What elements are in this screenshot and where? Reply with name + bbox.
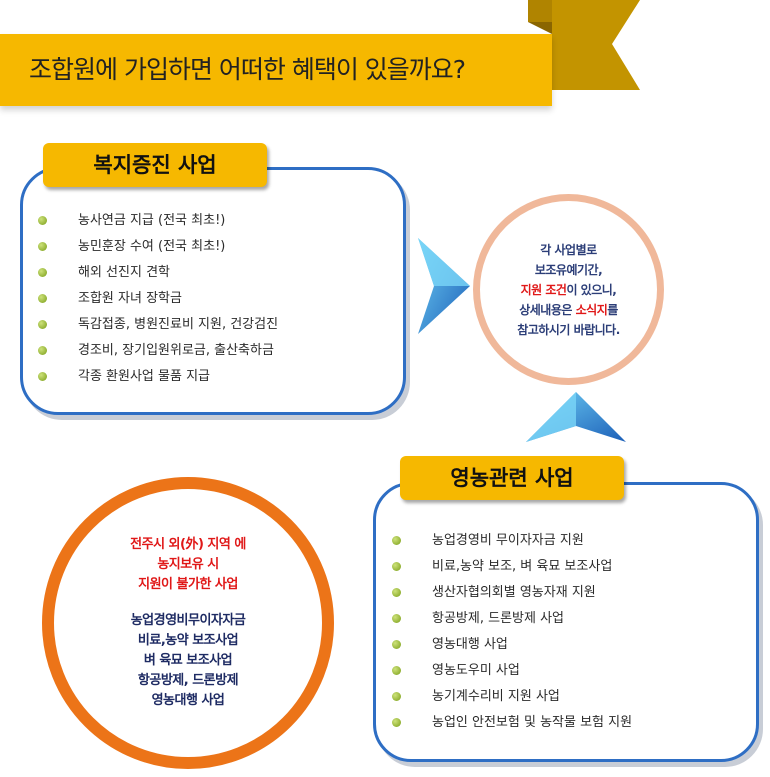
list-item: 농민훈장 수여 (전국 최초!) [38, 234, 278, 260]
page-title: 조합원에 가입하면 어떠한 혜택이 있을까요? [29, 55, 466, 84]
outside-area-circle: 전주시 외(外) 지역 에 농지보유 시 지원이 불가한 사업 농업경영비무이자… [42, 477, 334, 769]
notice-highlight: 보조유예기간, [534, 262, 603, 277]
list-item: 영농대행 사업 [392, 632, 632, 658]
list-item: 항공방제, 드론방제 사업 [392, 606, 632, 632]
outside-warning-line: 지원이 불가한 사업 [138, 577, 238, 592]
list-item: 농업경영비 무이자자금 지원 [392, 528, 632, 554]
banner-ribbon-tail [528, 0, 640, 90]
bullet-icon [38, 320, 47, 329]
list-item: 비료,농약 보조, 벼 육묘 보조사업 [392, 554, 632, 580]
bullet-icon [392, 536, 401, 545]
arrow-right-icon [418, 238, 470, 334]
list-item: 각종 환원사업 물품 지급 [38, 364, 278, 390]
list-item: 조합원 자녀 장학금 [38, 286, 278, 312]
notice-line: 각 사업별로 [540, 242, 597, 257]
bullet-icon [38, 372, 47, 381]
notice-line: 상세내용은 소식지를 [519, 302, 618, 317]
outside-warning-line: 전주시 외(外) 지역 에 [130, 537, 246, 552]
bullet-icon [392, 718, 401, 727]
outside-program-line: 항공방제, 드론방제 [137, 673, 239, 688]
list-item: 해외 선진지 견학 [38, 260, 278, 286]
outside-program-line: 영농대행 사업 [151, 693, 225, 708]
list-item: 독감접종, 병원진료비 지원, 건강검진 [38, 312, 278, 338]
welfare-box [20, 167, 406, 415]
notice-line: 참고하시기 바랍니다. [517, 322, 620, 337]
farming-box [373, 482, 759, 762]
bullet-icon [38, 242, 47, 251]
bullet-icon [38, 346, 47, 355]
bullet-icon [38, 268, 47, 277]
bullet-icon [392, 666, 401, 675]
list-item: 농업인 안전보험 및 농작물 보험 지원 [392, 710, 632, 736]
bullet-icon [392, 640, 401, 649]
outside-program-line: 벼 육묘 보조사업 [143, 653, 233, 668]
header-banner: 조합원에 가입하면 어떠한 혜택이 있을까요? [0, 34, 552, 106]
list-item: 영농도우미 사업 [392, 658, 632, 684]
list-item: 농기계수리비 지원 사업 [392, 684, 632, 710]
outside-program-line: 비료,농약 보조사업 [137, 633, 239, 648]
notice-line: 지원 조건이 있으니, [520, 282, 617, 297]
list-item: 농사연금 지급 (전국 최초!) [38, 208, 278, 234]
bullet-icon [392, 562, 401, 571]
bullet-icon [392, 614, 401, 623]
arrow-up-icon [526, 392, 626, 442]
list-item: 경조비, 장기입원위로금, 출산축하금 [38, 338, 278, 364]
farming-title: 영농관련 사업 [400, 456, 624, 500]
notice-circle: 각 사업별로 보조유예기간, 지원 조건이 있으니, 상세내용은 소식지를 참고… [473, 194, 664, 385]
outside-warning-line: 농지보유 시 [157, 557, 219, 572]
farming-list: 농업경영비 무이자자금 지원 비료,농약 보조, 벼 육묘 보조사업 생산자협의… [392, 528, 632, 736]
bullet-icon [38, 216, 47, 225]
list-item: 생산자협의회별 영농자재 지원 [392, 580, 632, 606]
welfare-list: 농사연금 지급 (전국 최초!) 농민훈장 수여 (전국 최초!) 해외 선진지… [38, 208, 278, 390]
bullet-icon [38, 294, 47, 303]
bullet-icon [392, 588, 401, 597]
welfare-title: 복지증진 사업 [43, 143, 267, 187]
bullet-icon [392, 692, 401, 701]
outside-program-line: 농업경영비무이자자금 [130, 613, 246, 628]
